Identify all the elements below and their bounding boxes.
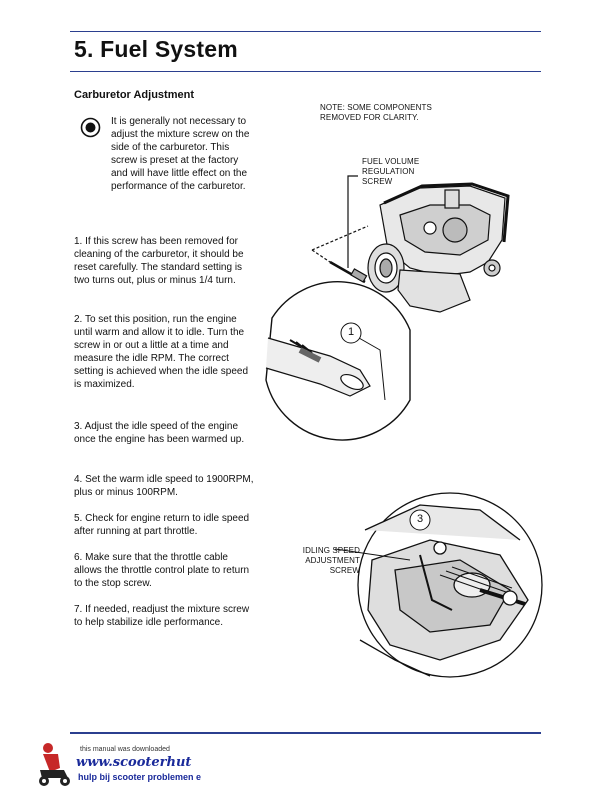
callout-1-number: 1 <box>347 326 355 338</box>
step-3: 3. Adjust the idle speed of the engine o… <box>74 421 245 445</box>
step-2: 2. To set this position, run the engine … <box>74 314 249 390</box>
footer-tagline: hulp bij scooter problemen e <box>78 772 202 782</box>
footer-rule <box>70 732 541 734</box>
target-icon <box>80 117 101 138</box>
note-text: It is generally not necessary to adjust … <box>111 116 250 192</box>
step-7: 7. If needed, readjust the mixture screw… <box>74 604 250 628</box>
footer-download-note: this manual was downloaded <box>80 746 170 753</box>
section-title: Carburetor Adjustment <box>74 89 194 101</box>
figure2-label: IDLING SPEED ADJUSTMENT SCREW <box>302 546 360 575</box>
page-title: 5. Fuel System <box>74 36 238 62</box>
callout-3 <box>409 509 431 531</box>
header-rule-top <box>70 31 541 32</box>
callout-3-number: 3 <box>416 513 424 525</box>
step-5: 5. Check for engine return to idle speed… <box>74 513 250 537</box>
footer-site-link[interactable]: www.scooterhut <box>76 755 192 770</box>
callout-1 <box>340 322 362 344</box>
figure1-label: FUEL VOLUME REGULATION SCREW <box>362 157 420 186</box>
scooterhut-logo-icon <box>39 743 70 786</box>
step-1: 1. If this screw has been removed for cl… <box>74 236 244 286</box>
figure1-note: NOTE: SOME COMPONENTS REMOVED FOR CLARIT… <box>320 103 432 122</box>
header-rule-bottom <box>70 71 541 72</box>
step-4: 4. Set the warm idle speed to 1900RPM, p… <box>74 474 254 498</box>
step-6: 6. Make sure that the throttle cable all… <box>74 552 250 589</box>
